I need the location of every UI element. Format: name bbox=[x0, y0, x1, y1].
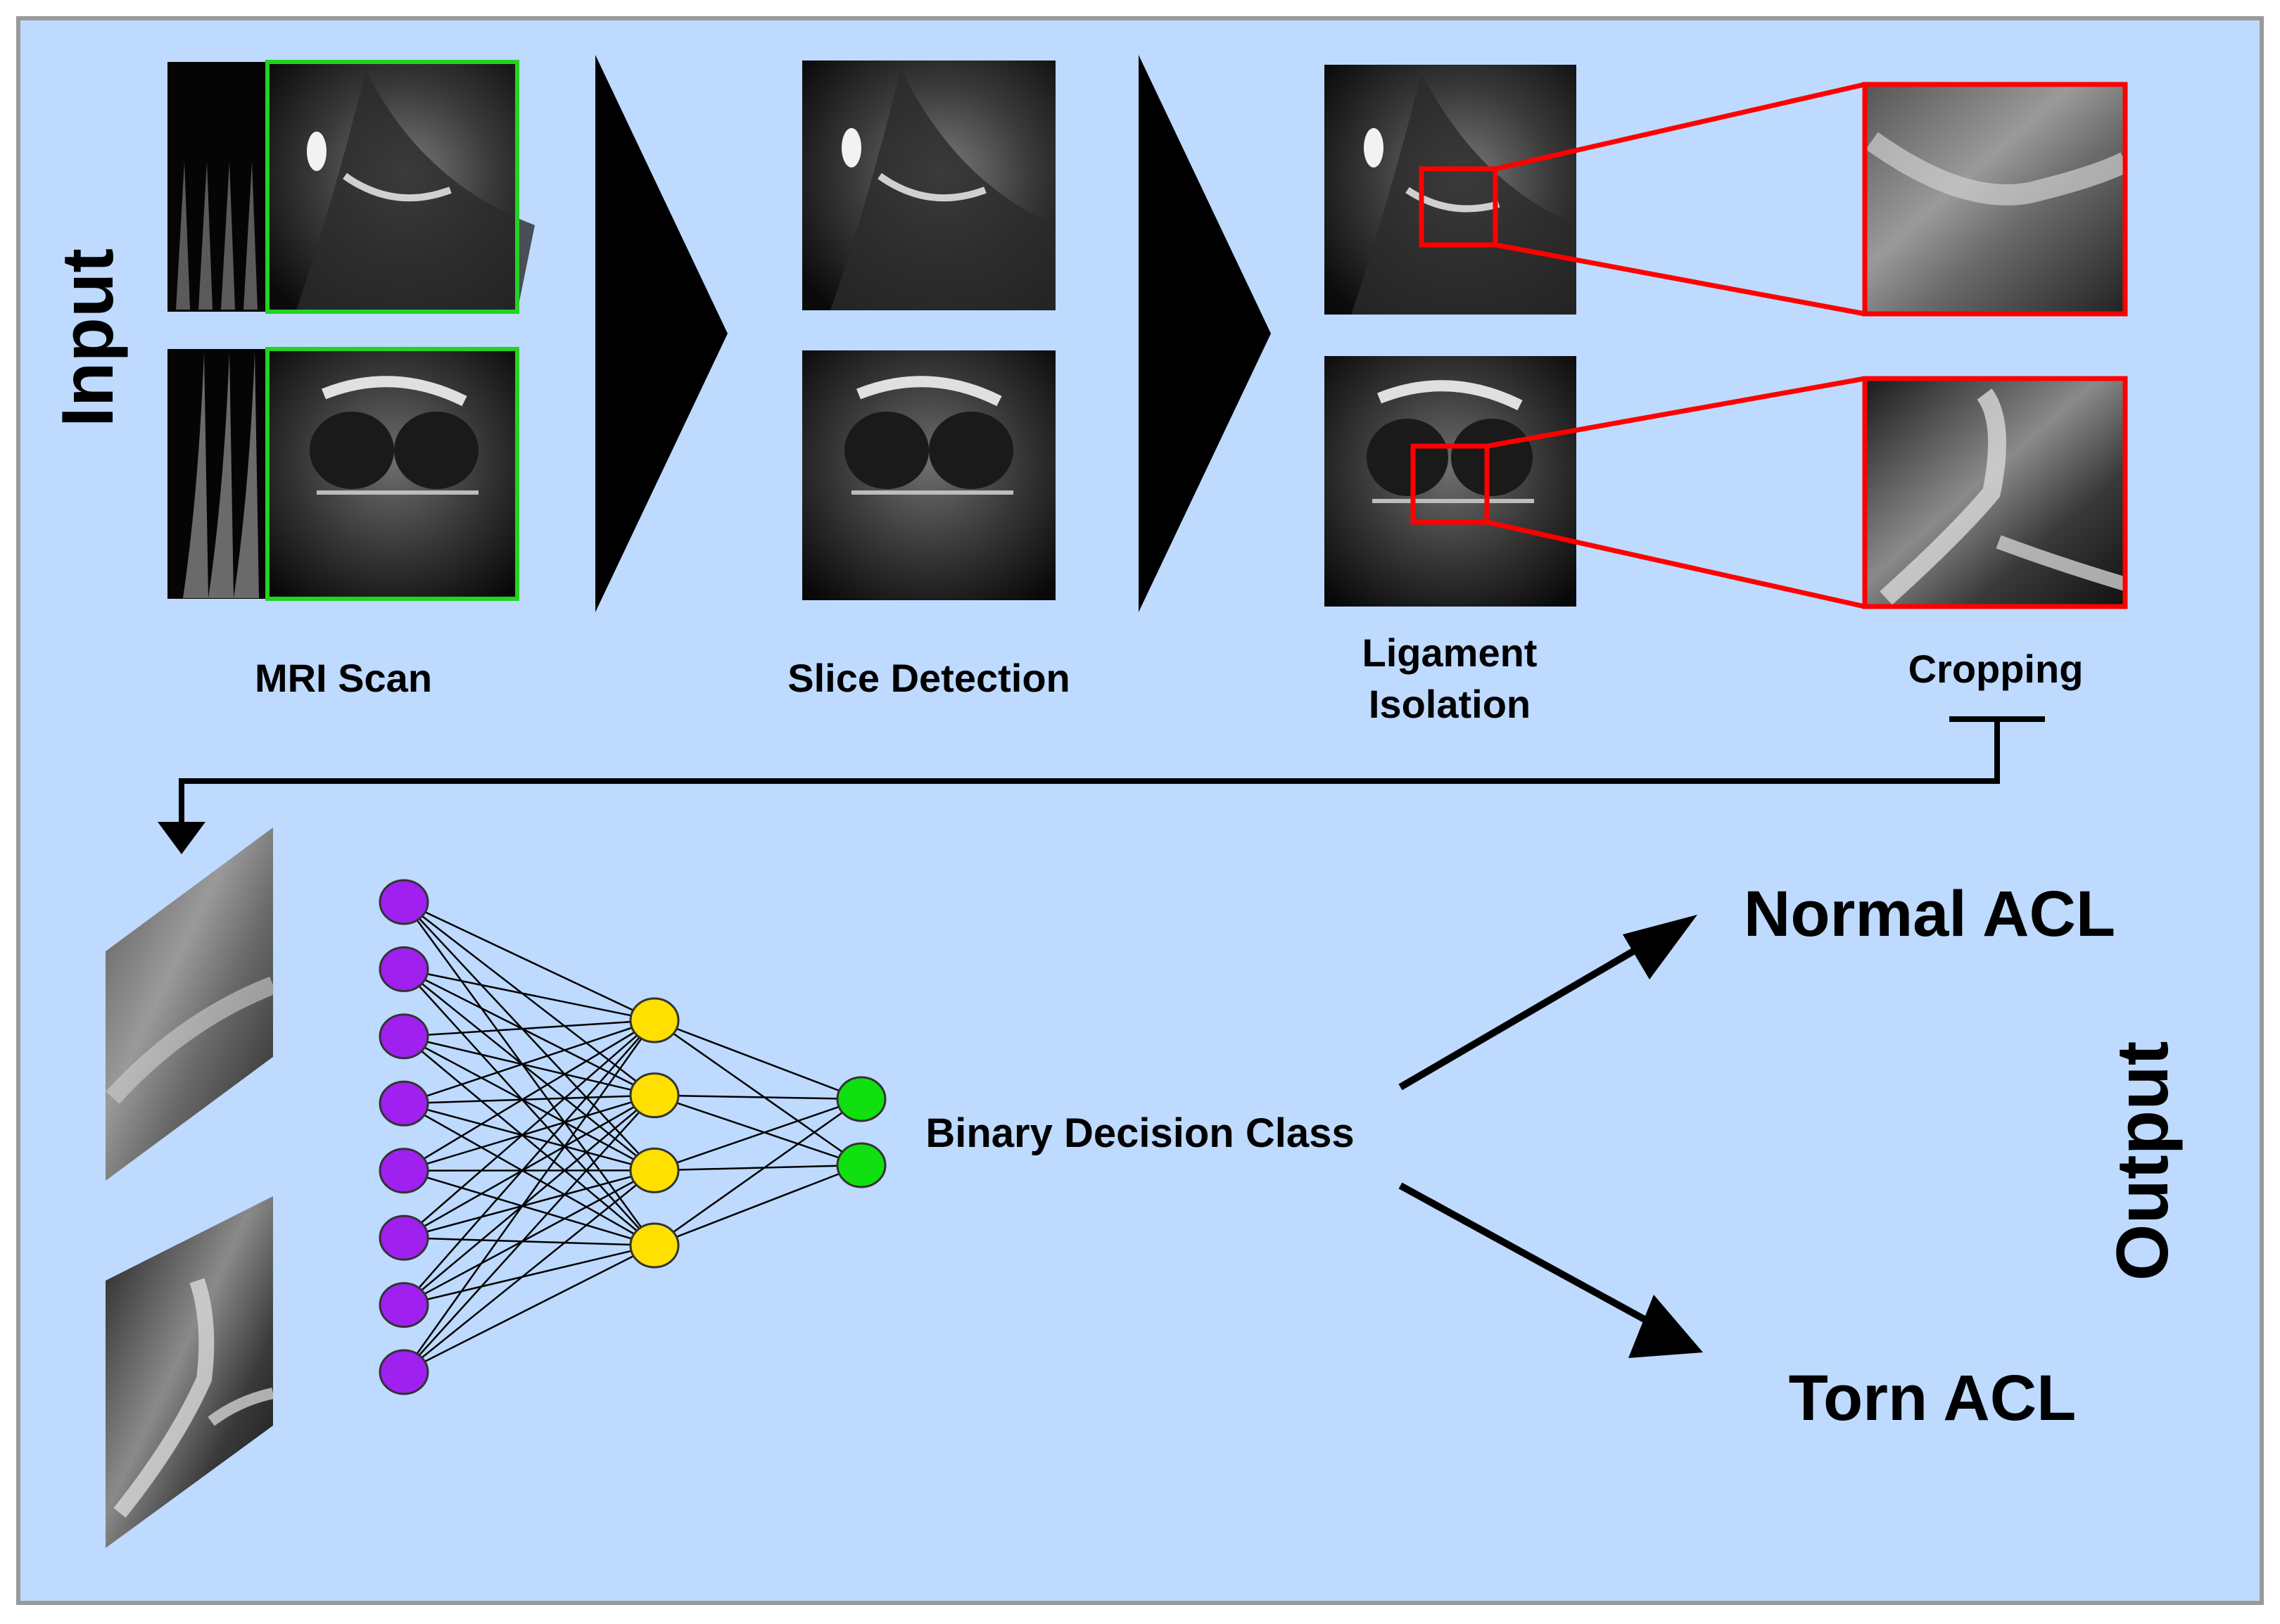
input-layer-node bbox=[380, 1149, 428, 1193]
cropped-ligament-coronal bbox=[1865, 379, 2125, 607]
ligament-isolation-sagittal-image bbox=[1324, 65, 1576, 315]
ligament-isolation-caption-line1: Ligament bbox=[1362, 630, 1538, 675]
input-layer-node bbox=[380, 1283, 428, 1327]
ligament-isolation-caption-line2: Isolation bbox=[1369, 682, 1531, 726]
slice-detection-caption: Slice Detection bbox=[787, 656, 1070, 700]
output-layer-node bbox=[837, 1143, 885, 1187]
cropped-ligament-sagittal bbox=[1865, 84, 2125, 314]
input-layer-node bbox=[380, 1350, 428, 1394]
input-layer-node bbox=[380, 880, 428, 924]
mri-scan-sagittal-stack bbox=[167, 62, 535, 312]
input-label: Input bbox=[47, 248, 129, 427]
slice-detection-sagittal-image bbox=[802, 61, 1056, 310]
hidden-layer-node bbox=[631, 998, 678, 1042]
input-layer-node bbox=[380, 1015, 428, 1058]
torn-acl-label: Torn ACL bbox=[1789, 1362, 2077, 1434]
output-layer-node bbox=[837, 1077, 885, 1121]
binary-decision-label: Binary Decision Class bbox=[925, 1110, 1354, 1156]
hidden-layer-node bbox=[631, 1074, 678, 1117]
output-label: Output bbox=[2102, 1041, 2184, 1281]
normal-acl-label: Normal ACL bbox=[1744, 878, 2115, 950]
input-layer-node bbox=[380, 1081, 428, 1125]
hidden-layer-node bbox=[631, 1224, 678, 1267]
hidden-layer-node bbox=[631, 1148, 678, 1192]
mri-scan-caption: MRI Scan bbox=[255, 656, 432, 700]
cropping-caption: Cropping bbox=[1908, 647, 2084, 691]
slice-detection-coronal-image bbox=[802, 350, 1056, 600]
input-layer-node bbox=[380, 1216, 428, 1260]
input-layer-node bbox=[380, 947, 428, 991]
mri-scan-coronal-stack bbox=[167, 349, 517, 599]
ligament-isolation-coronal-image bbox=[1324, 356, 1576, 607]
